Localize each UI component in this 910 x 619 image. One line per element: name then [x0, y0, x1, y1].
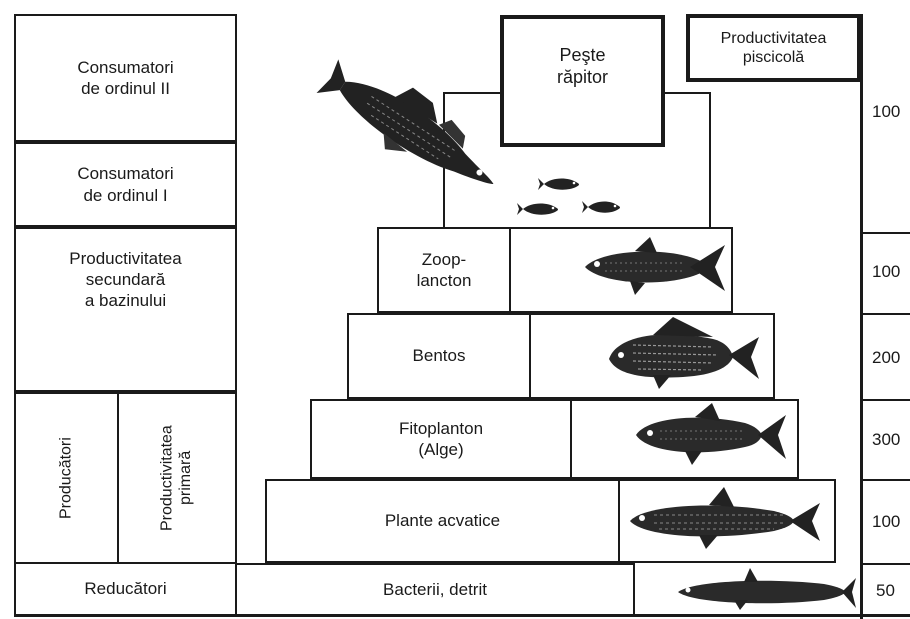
benthos-box: Bentos [347, 313, 531, 399]
decomposers-box: Reducători [14, 562, 237, 616]
consumers-1-box: Consumatori de ordinul I [14, 142, 237, 227]
producers-box: Producători [14, 392, 119, 564]
zooplankton-box: Zoop- lancton [377, 227, 511, 313]
right-row-divider-1 [860, 232, 910, 234]
bottom-border [14, 614, 910, 617]
producers-label: Producători [16, 394, 117, 562]
primary-productivity-label: Productivitatea primară [119, 394, 235, 562]
fish-productivity-header-box: Productivitatea piscicolă [686, 14, 861, 82]
small-fish-icon-3 [584, 196, 624, 218]
productivity-value-consumers-2: 100 [872, 102, 900, 122]
decomposers-label: Reducători [16, 564, 235, 614]
right-row-divider-3 [860, 399, 910, 401]
bighead-carp-icon [630, 403, 790, 469]
benthos-label: Bentos [349, 315, 529, 397]
productivity-value-phytoplankton: 300 [872, 430, 900, 450]
productivity-value-zooplankton: 100 [872, 262, 900, 282]
productivity-value-benthos: 200 [872, 348, 900, 368]
consumers-1-label: Consumatori de ordinul I [16, 144, 235, 225]
consumers-2-label: Consumatori de ordinul II [16, 16, 235, 140]
phytoplankton-label: Fitoplanton (Alge) [312, 401, 570, 477]
predator-fish-label: Peşte răpitor [504, 19, 661, 113]
common-carp-icon [603, 315, 763, 395]
productivity-value-bacteria: 50 [876, 581, 895, 601]
predator-fish-box: Peşte răpitor [500, 15, 665, 147]
grass-carp-icon [624, 483, 824, 555]
bacteria-label: Bacterii, detrit [237, 565, 633, 614]
phytoplankton-box: Fitoplanton (Alge) [310, 399, 572, 479]
aquatic-plants-label: Plante acvatice [267, 481, 618, 561]
productivity-value-aquatic-plants: 100 [872, 512, 900, 532]
right-row-divider-2 [860, 313, 910, 315]
small-fish-icon-2 [519, 198, 563, 220]
right-row-divider-4 [860, 479, 910, 481]
secondary-productivity-label: Productivitatea secundară a bazinului [16, 229, 235, 330]
fish-productivity-header: Productivitatea piscicolă [690, 18, 857, 78]
secondary-productivity-box: Productivitatea secundară a bazinului [14, 227, 237, 392]
primary-productivity-box: Productivitatea primară [117, 392, 237, 564]
right-column-border [860, 14, 863, 619]
right-row-divider-5 [860, 563, 910, 565]
predator-fish-icon [318, 70, 518, 200]
bacteria-box: Bacterii, detrit [235, 563, 635, 616]
consumers-2-box: Consumatori de ordinul II [14, 14, 237, 142]
aquatic-plants-box: Plante acvatice [265, 479, 620, 563]
small-fish-icon-1 [540, 174, 584, 194]
zooplankton-label: Zoop- lancton [379, 229, 509, 311]
silver-carp-icon [575, 233, 730, 301]
eel-icon [674, 566, 858, 614]
